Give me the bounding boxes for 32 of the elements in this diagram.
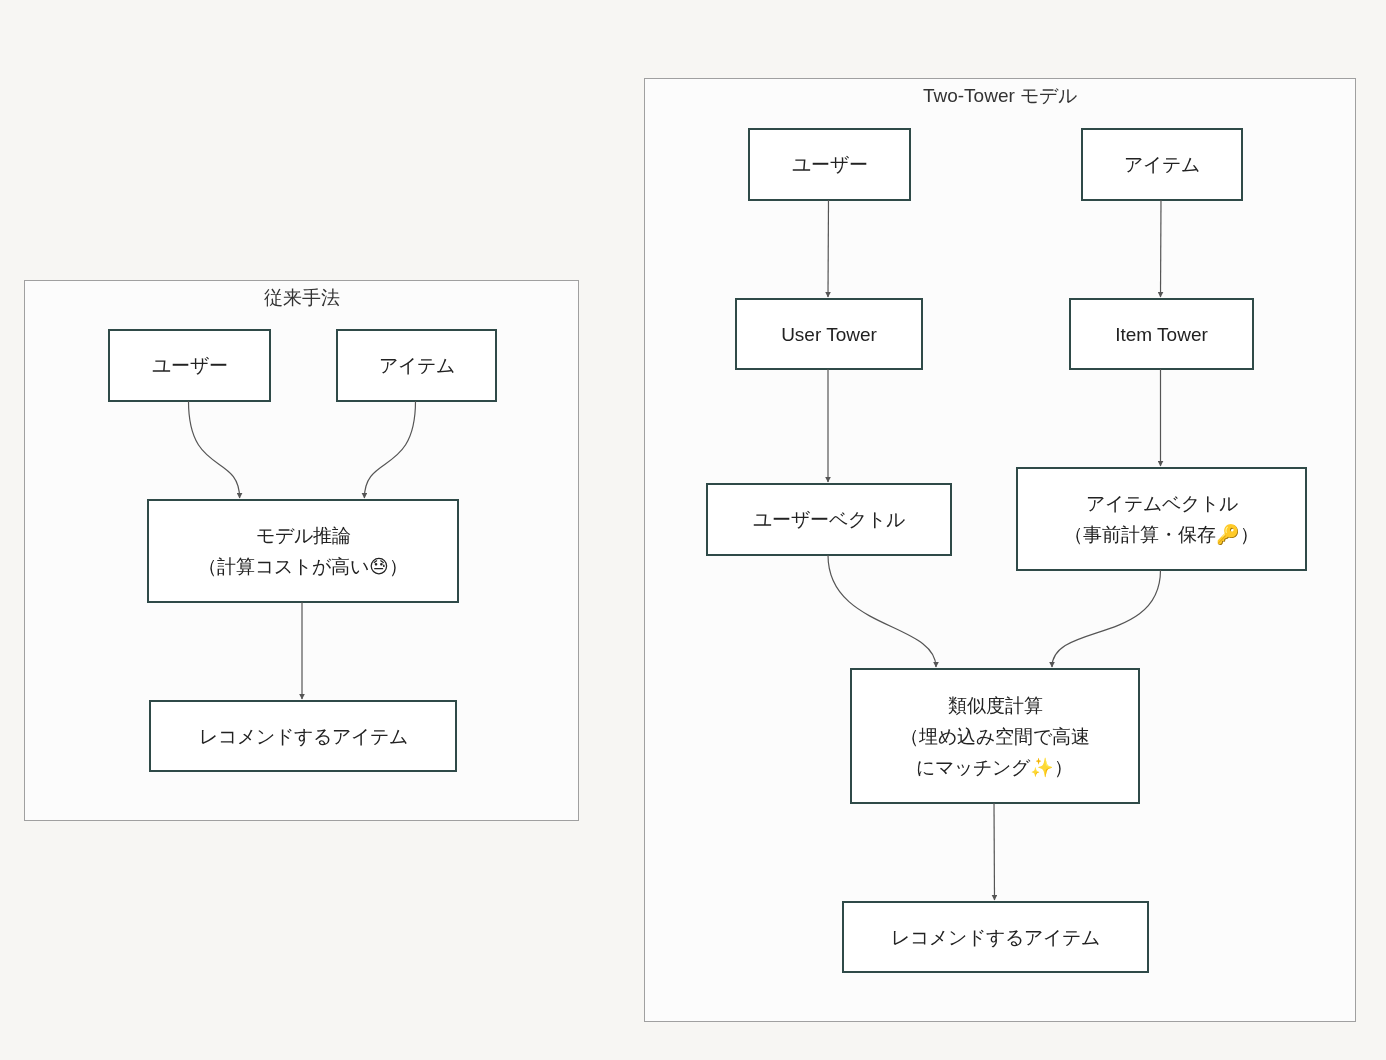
arrow xyxy=(187,400,243,499)
box-note: （事前計算・保存🔑） xyxy=(1064,523,1259,547)
process-box xyxy=(147,499,459,603)
group-title: 従来手法 xyxy=(263,286,340,310)
group-panel xyxy=(24,280,579,821)
arrow xyxy=(991,802,998,901)
box-note: （埋め込み空間で高速にマッチング✨） xyxy=(899,724,1091,780)
process-box: レコメンドするアイテム xyxy=(842,901,1149,973)
process-box: ユーザー xyxy=(108,329,271,402)
process-box: User Tower xyxy=(735,298,923,370)
arrow xyxy=(825,368,831,483)
arrow xyxy=(299,601,305,700)
box-heading: アイテムベクトル xyxy=(1085,492,1238,516)
process-box: アイテム xyxy=(336,329,497,402)
arrow xyxy=(361,400,417,499)
arrow xyxy=(1157,199,1164,298)
group-title: Two-Tower モデル xyxy=(922,84,1078,108)
process-box: ユーザー xyxy=(748,128,911,201)
process-box xyxy=(1016,467,1307,571)
group-panel xyxy=(644,78,1356,1022)
box-heading: モデル推論 xyxy=(255,524,351,548)
arrow xyxy=(1157,368,1164,467)
arrow xyxy=(825,199,832,298)
arrow xyxy=(827,554,938,668)
process-box: アイテム xyxy=(1081,128,1243,201)
box-heading: 類似度計算 xyxy=(947,693,1043,718)
process-box: Item Tower xyxy=(1069,298,1254,370)
process-box: レコメンドするアイテム xyxy=(149,700,457,772)
box-note: （計算コストが高い😓） xyxy=(198,555,408,579)
process-box xyxy=(850,668,1140,804)
process-box: ユーザーベクトル xyxy=(706,483,952,556)
arrow xyxy=(1050,569,1162,668)
